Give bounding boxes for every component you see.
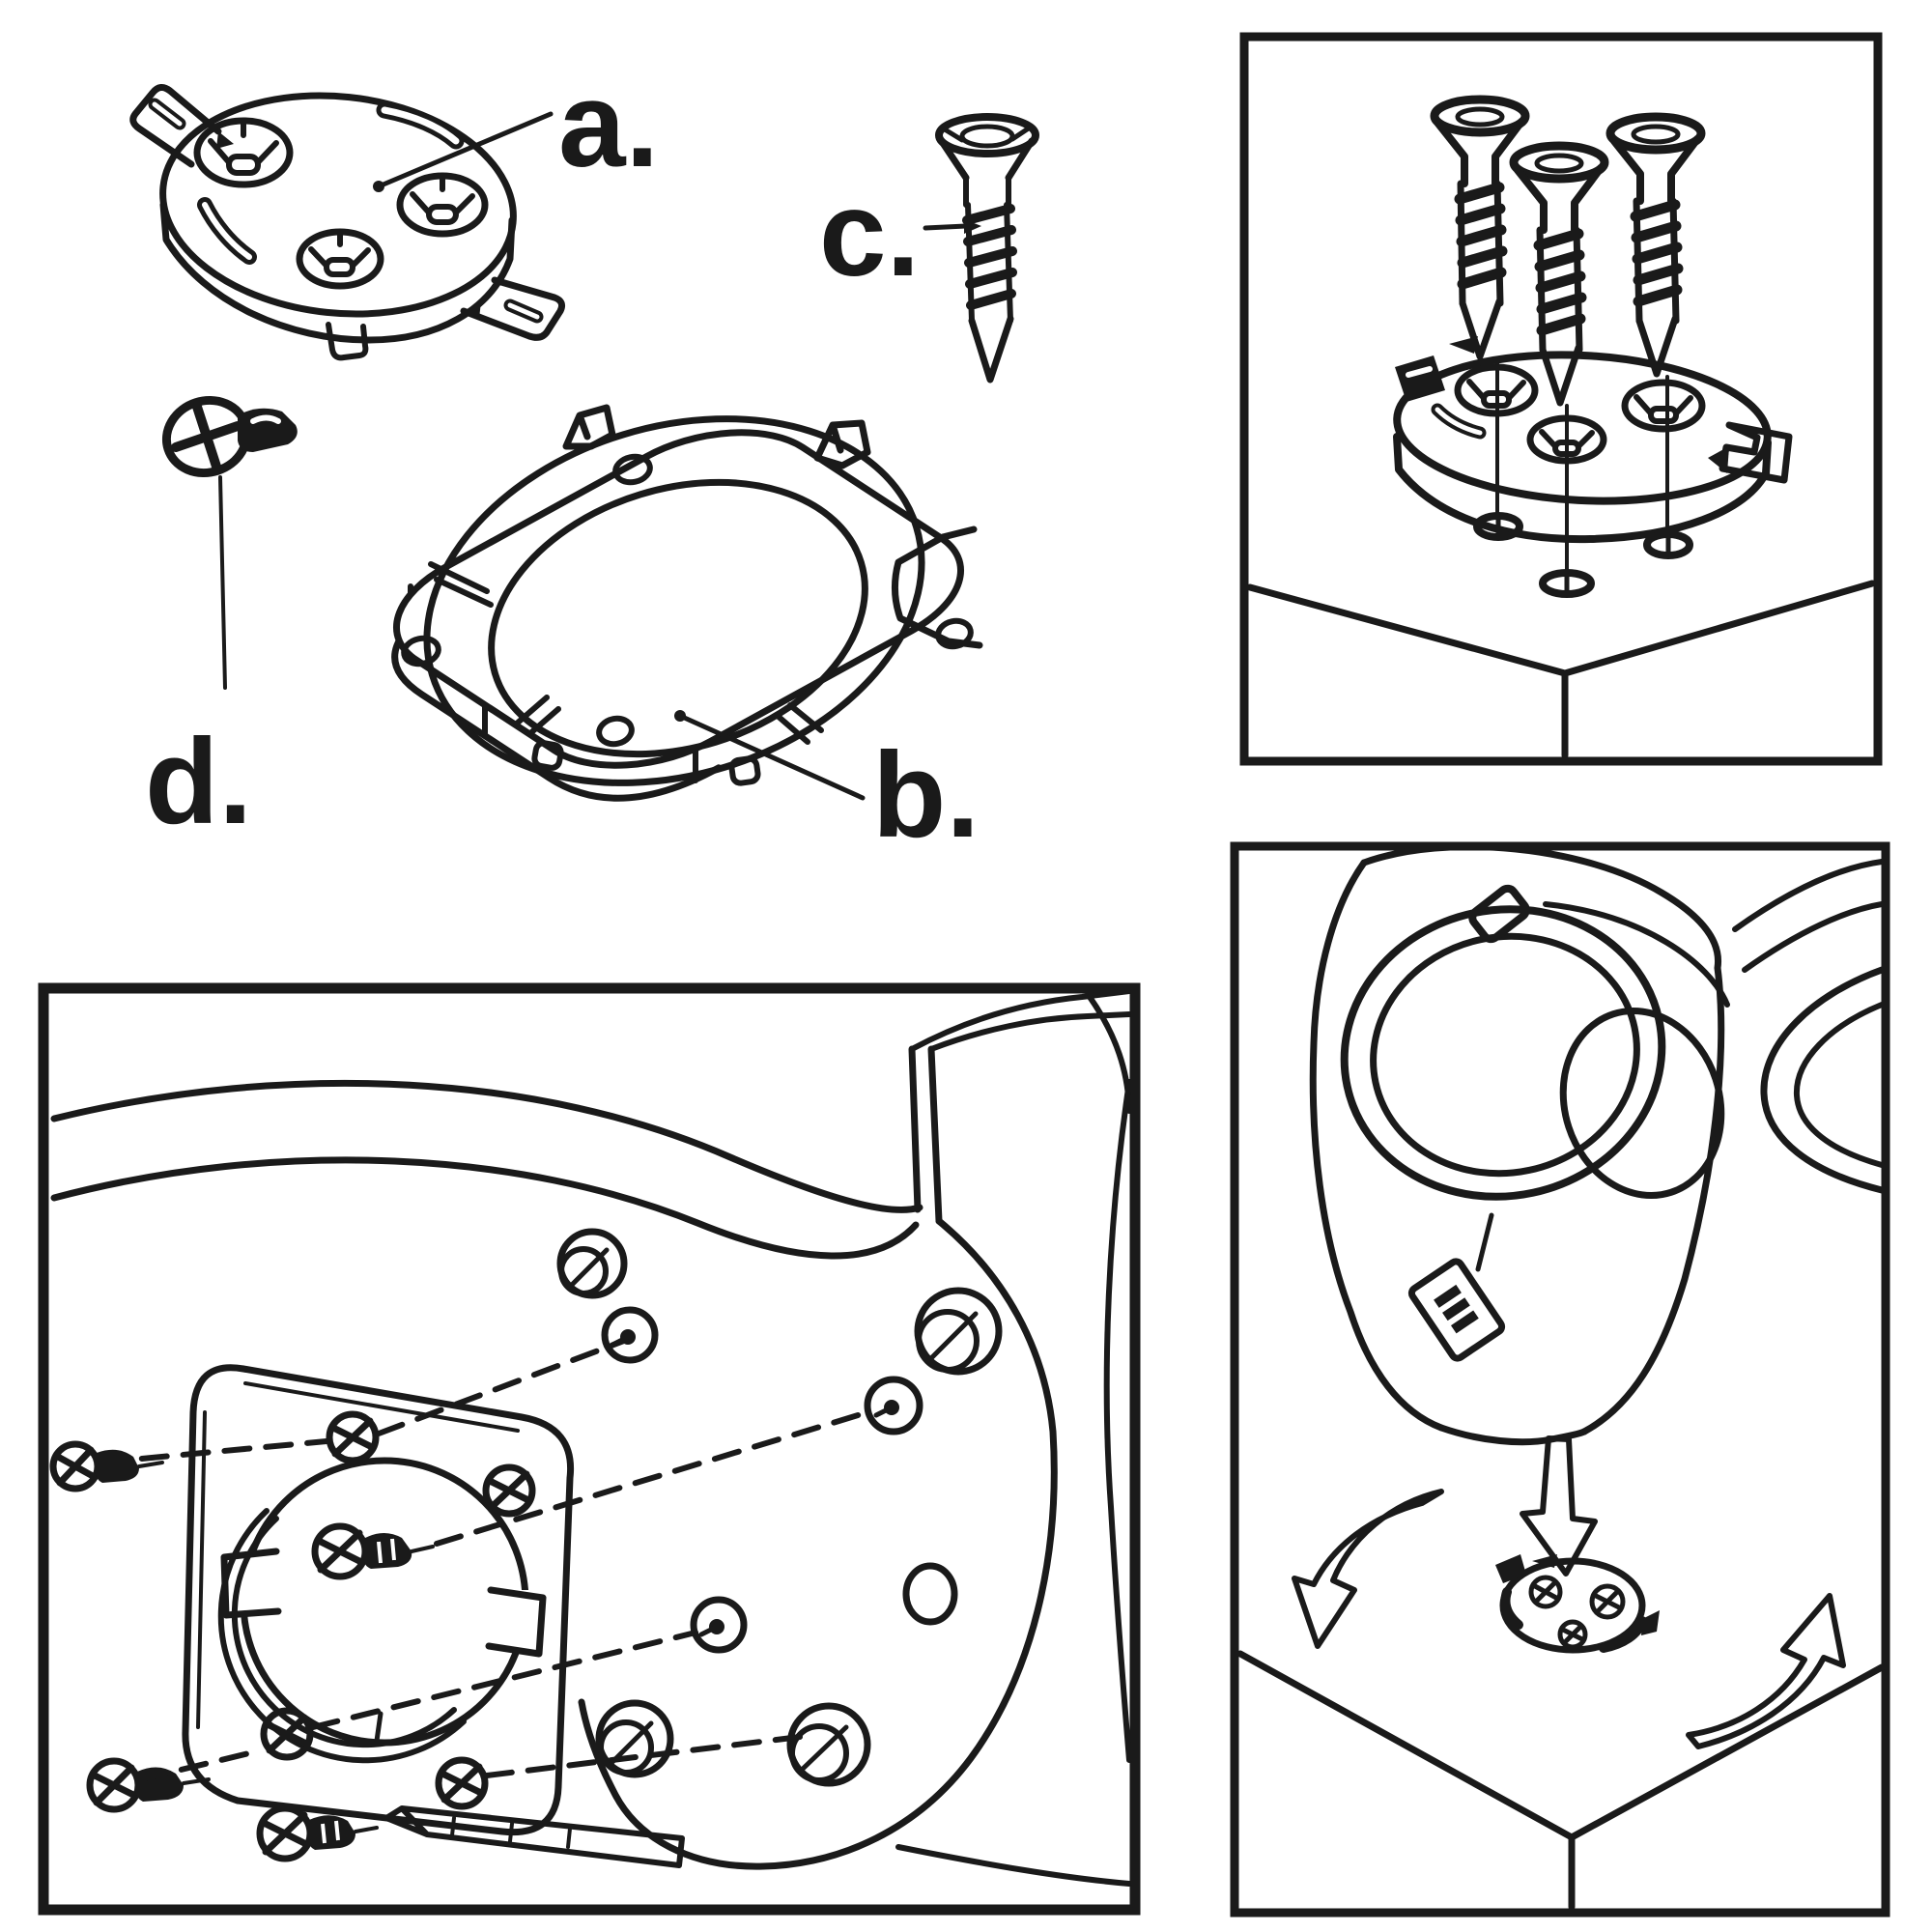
arrow-down-icon bbox=[1520, 1435, 1598, 1577]
screw-hole-icon bbox=[690, 1596, 748, 1654]
adapter-plate-icon bbox=[182, 1364, 575, 1862]
phillips-screw-head-icon bbox=[326, 1410, 380, 1464]
mount-disc-icon bbox=[1495, 1554, 1660, 1654]
phillips-screw-head-icon bbox=[1557, 1619, 1588, 1650]
bolt-hole-icon bbox=[786, 1702, 871, 1787]
part-label-b: b. bbox=[872, 728, 980, 863]
adapter-plate-icon bbox=[353, 360, 1005, 840]
label-a: a. bbox=[373, 58, 659, 192]
panel-border bbox=[38, 982, 1141, 1916]
mount-disc-icon bbox=[129, 84, 565, 361]
machine-screw-icon bbox=[49, 1440, 164, 1492]
bolt-hole-icon bbox=[914, 1287, 1003, 1376]
leader-line-c bbox=[923, 223, 969, 231]
panel-step-attach-disc bbox=[1239, 32, 1883, 766]
phillips-screw-head-icon bbox=[482, 1463, 536, 1518]
label-c: c. bbox=[819, 167, 981, 301]
table-corner-icon bbox=[1246, 580, 1876, 759]
bolt-hole-icon bbox=[556, 1228, 628, 1299]
wood-screw-icon bbox=[935, 113, 1039, 384]
scanner-icon bbox=[1309, 843, 1886, 1446]
part-label-d: d. bbox=[145, 715, 252, 849]
leader-line-d bbox=[218, 475, 227, 690]
phillips-screw-head-icon bbox=[1589, 1583, 1626, 1620]
curved-arrow-right-icon bbox=[1686, 1593, 1846, 1749]
screw-hole-icon bbox=[864, 1376, 923, 1435]
part-label-a: a. bbox=[558, 58, 659, 192]
machine-screw-icon bbox=[161, 395, 298, 478]
dashed-alignment-line bbox=[98, 1338, 870, 1782]
machine-screw-icon bbox=[311, 1522, 435, 1580]
phillips-screw-head-icon bbox=[260, 1707, 314, 1761]
scan-window-icon bbox=[1559, 1007, 1725, 1200]
wood-screw-icon bbox=[1430, 95, 1706, 407]
connector-icon bbox=[1407, 1258, 1506, 1362]
label-b: b. bbox=[674, 710, 980, 863]
label-d: d. bbox=[145, 475, 252, 849]
phillips-screw-head-icon bbox=[1528, 1575, 1563, 1609]
part-label-c: c. bbox=[819, 167, 920, 301]
phillips-screw-head-icon bbox=[435, 1756, 489, 1810]
panel-step-attach-plate bbox=[38, 982, 1141, 1916]
leader-line-a bbox=[376, 111, 554, 189]
panel-step-set-scanner bbox=[1230, 841, 1890, 1918]
leader-line-b bbox=[677, 713, 866, 801]
curved-arrow-left-icon bbox=[1292, 1489, 1444, 1649]
pilot-hole-icon bbox=[1473, 357, 1693, 598]
parts-overview: a. c. d. bbox=[133, 58, 1036, 863]
plain-hole-icon bbox=[902, 1562, 958, 1626]
machine-screw-icon bbox=[256, 1804, 379, 1862]
table-corner-icon bbox=[1236, 1650, 1886, 1911]
panel-border bbox=[1230, 841, 1890, 1918]
